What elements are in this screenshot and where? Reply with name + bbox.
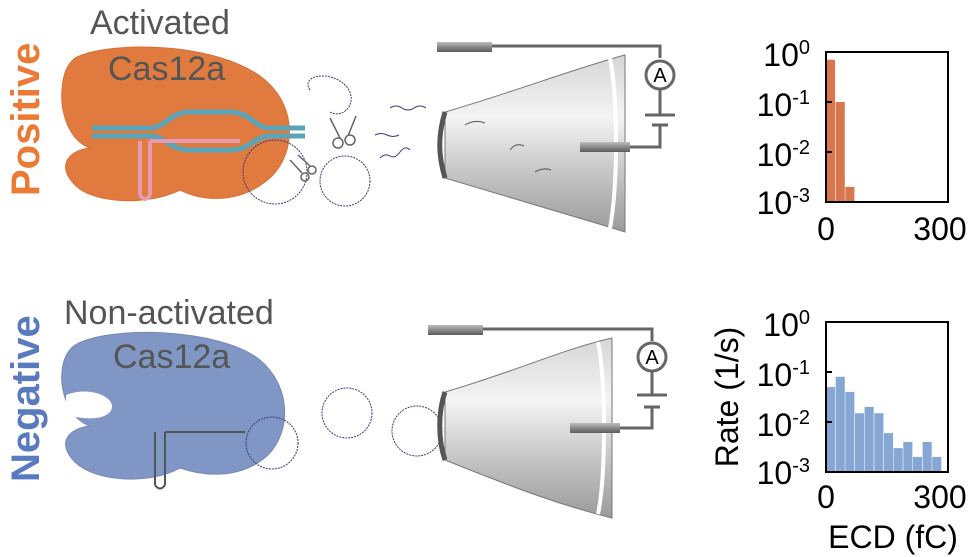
negative-histogram-bar bbox=[826, 387, 836, 472]
positive-ecd-histogram: 0 300 100 10-1 10-2 10-3 bbox=[757, 37, 967, 247]
positive-ytick-labels: 100 10-1 10-2 10-3 bbox=[757, 37, 810, 221]
positive-xtick-0: 0 bbox=[817, 211, 835, 247]
negative-ytick-2: 10-2 bbox=[757, 407, 810, 443]
negative-histogram-bar bbox=[835, 376, 845, 472]
negative-histogram-bar bbox=[903, 441, 913, 472]
positive-histogram-bar bbox=[835, 102, 845, 202]
negative-crrna bbox=[154, 431, 245, 490]
scissors-icon bbox=[289, 115, 357, 182]
negative-ytick-0: 100 bbox=[763, 307, 810, 343]
negative-xtick-0: 0 bbox=[817, 479, 835, 515]
negative-chart-frame bbox=[825, 321, 949, 473]
negative-histogram-bar bbox=[884, 433, 894, 472]
positive-dna-duplex bbox=[92, 109, 305, 201]
positive-chart-frame bbox=[825, 51, 949, 203]
positive-ytick-0: 100 bbox=[763, 37, 810, 73]
positive-enzyme-label-line2: Cas12a bbox=[108, 50, 226, 88]
negative-enzyme-label-line1: Non-activated bbox=[64, 294, 274, 332]
negative-ytick-3: 10-3 bbox=[757, 455, 810, 491]
negative-side-label: Negative bbox=[4, 315, 48, 482]
positive-enzyme bbox=[61, 46, 290, 202]
negative-histogram-bar bbox=[874, 413, 884, 472]
negative-xlabel: ECD (fC) bbox=[828, 519, 958, 555]
positive-ytick-2: 10-2 bbox=[757, 137, 810, 173]
negative-ytick-1: 10-1 bbox=[757, 357, 810, 393]
negative-histogram-bar bbox=[864, 406, 874, 472]
negative-histogram-bar bbox=[932, 456, 942, 472]
positive-xtick-300: 300 bbox=[913, 211, 966, 247]
negative-histogram-bar bbox=[855, 413, 865, 472]
negative-enzyme-label-line2: Cas12a bbox=[113, 338, 231, 376]
positive-histogram-bar bbox=[845, 186, 855, 202]
positive-cleaved-reporters bbox=[242, 75, 427, 207]
negative-ylabel: Rate (1/s) bbox=[709, 327, 745, 467]
negative-ytick-labels: 100 10-1 10-2 10-3 bbox=[757, 307, 810, 491]
positive-enzyme-label-line1: Activated bbox=[90, 4, 230, 42]
negative-enzyme bbox=[61, 331, 286, 480]
positive-histogram-bar bbox=[826, 59, 836, 203]
negative-ammeter-symbol: A bbox=[645, 347, 659, 369]
positive-ammeter-symbol: A bbox=[653, 65, 667, 87]
negative-histogram-bar bbox=[845, 391, 855, 472]
negative-electrode-circuit bbox=[428, 325, 668, 433]
negative-histogram-bar bbox=[922, 441, 932, 472]
positive-electrode-circuit bbox=[437, 42, 676, 152]
negative-ecd-histogram: 0 300 ECD (fC) Rate (1/s) 100 10-1 10-2 … bbox=[709, 307, 967, 555]
positive-side-label: Positive bbox=[4, 42, 48, 196]
positive-ytick-1: 10-1 bbox=[757, 87, 810, 123]
negative-xtick-300: 300 bbox=[913, 479, 966, 515]
positive-ytick-3: 10-3 bbox=[757, 185, 810, 221]
negative-histogram-bar bbox=[893, 448, 903, 472]
negative-histogram-bar bbox=[912, 456, 922, 472]
